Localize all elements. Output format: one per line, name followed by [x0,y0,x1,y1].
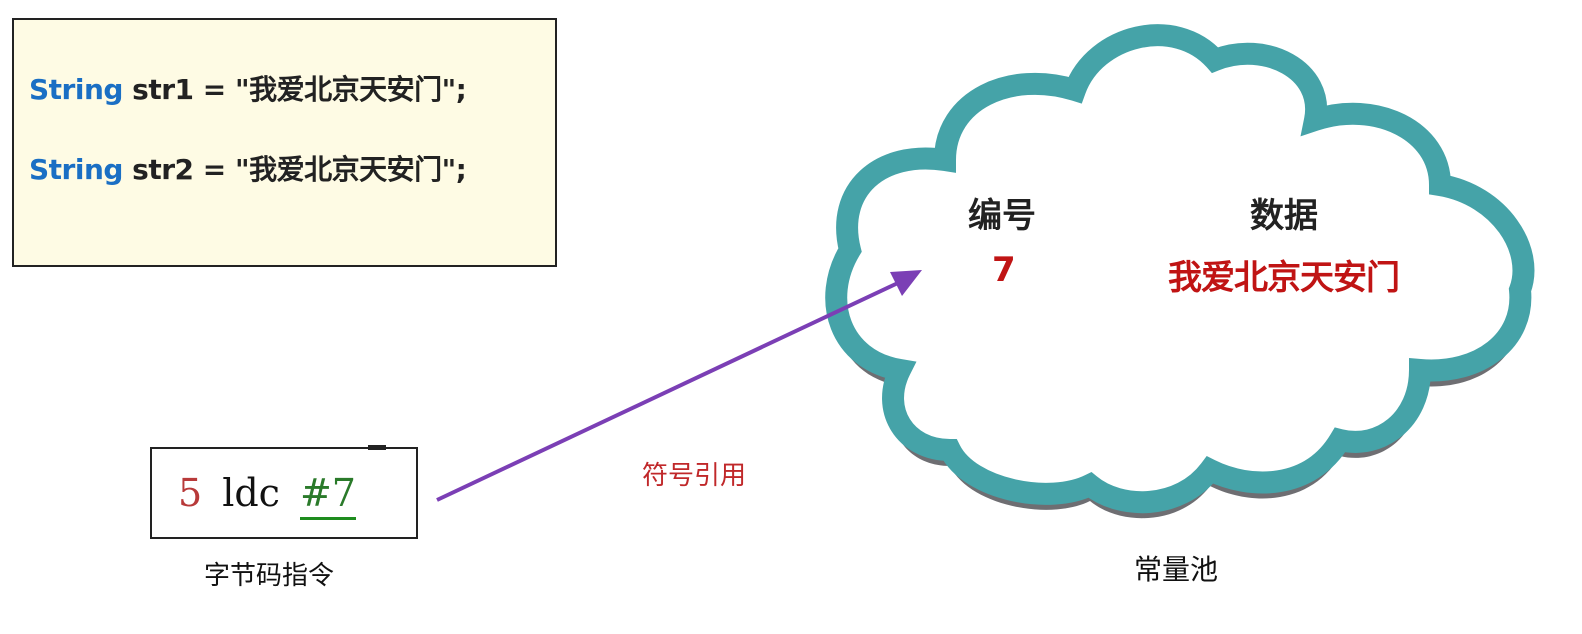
pool-header-id: 编号 [968,196,1036,236]
instruction-index: 5 [178,471,203,515]
code-line-str2: String str2 = "我爱北京天安门"; [29,148,467,188]
type-keyword: String [29,73,123,106]
symbol-reference-arrow [436,270,922,502]
instruction-opcode: ldc [222,471,280,515]
constant-pool-label: 常量池 [1134,553,1219,586]
constant-pool-reference: #7 [299,471,356,520]
code-statement: str1 = "我爱北京天安门"; [122,73,467,106]
bytecode-label: 字节码指令 [204,561,335,591]
pool-entry-id: 7 [992,250,1016,290]
bytecode-instruction-box: 5 ldc #7 [150,445,418,539]
code-snippet-box: String str1 = "我爱北京天安门"; String str2 = "… [12,18,557,267]
bytecode-instruction: 5 ldc #7 [178,471,356,520]
symbol-reference-label: 符号引用 [642,461,747,491]
code-line-str1: String str1 = "我爱北京天安门"; [29,68,467,108]
type-keyword: String [29,153,123,186]
pool-header-data: 数据 [1250,196,1318,236]
code-statement: str2 = "我爱北京天安门"; [122,153,467,186]
pool-entry-data: 我爱北京天安门 [1168,258,1400,298]
box-tick-mark [368,445,386,450]
